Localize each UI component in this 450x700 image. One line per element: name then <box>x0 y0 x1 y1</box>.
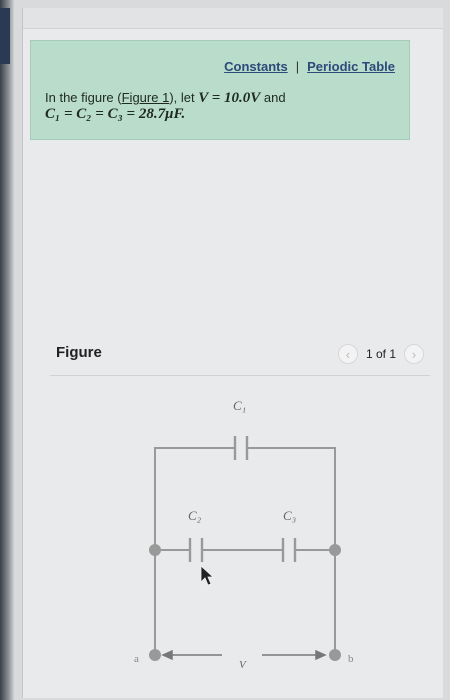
wire-top-right <box>247 447 336 550</box>
capacitance-expression: C₁ = C₂ = C₃ = 28.7μF. <box>45 106 186 122</box>
wire-left-upper <box>154 447 235 550</box>
terminal-a <box>149 649 161 661</box>
problem-statement: In the figure (Figure 1), let V = 10.0V … <box>45 90 400 122</box>
voltage-arrow-right-head <box>315 649 327 661</box>
voltage-expression: V = 10.0V <box>198 90 261 106</box>
figure-link[interactable]: Figure 1 <box>121 90 170 105</box>
chevron-left-icon[interactable]: ‹ <box>337 344 358 364</box>
resource-links: Constants | Periodic Table <box>224 59 395 74</box>
label-a: a <box>134 653 139 665</box>
periodic-table-link[interactable]: Periodic Table <box>307 59 395 74</box>
label-b: b <box>348 653 354 665</box>
link-separator: | <box>295 59 300 74</box>
page-count: 1 of 1 <box>365 347 396 361</box>
problem-after-link: ), let <box>169 90 199 105</box>
figure-pager: ‹ 1 of 1 › <box>337 342 424 366</box>
window-edge-tab <box>0 8 10 64</box>
figure-header: Figure ‹ 1 of 1 › <box>50 335 430 376</box>
junction-right <box>329 544 341 556</box>
voltage-arrow-left-head <box>161 649 173 661</box>
problem-intro: In the figure ( <box>45 90 122 105</box>
window-edge <box>0 0 14 700</box>
mouse-cursor-icon <box>200 565 215 586</box>
junction-left <box>149 544 161 556</box>
figure-title: Figure <box>56 344 102 361</box>
label-c3: C₃ <box>283 508 296 523</box>
problem-and: and <box>260 90 286 105</box>
problem-box: Constants | Periodic Table In the figure (… <box>30 40 410 140</box>
label-c1: C₁ <box>233 398 246 413</box>
label-v: V <box>239 659 247 671</box>
top-bar <box>23 8 443 29</box>
terminal-b <box>329 649 341 661</box>
constants-link[interactable]: Constants <box>224 59 288 74</box>
chevron-right-icon[interactable]: › <box>404 344 424 364</box>
label-c2: C₂ <box>188 508 202 523</box>
